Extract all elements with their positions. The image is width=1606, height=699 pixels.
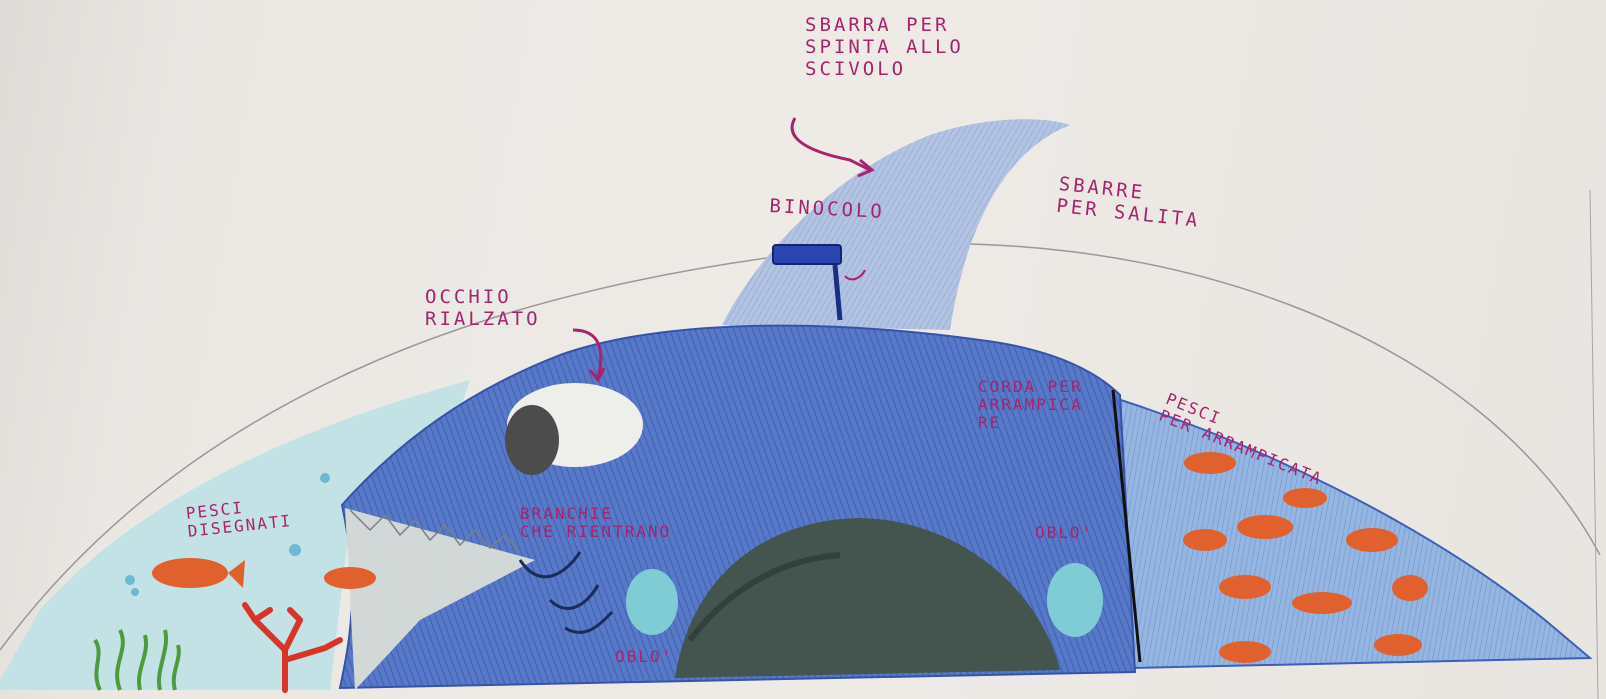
label-bar-slide: SBARRA PER SPINTA ALLO SCIVOLO	[805, 14, 964, 80]
bubble	[320, 473, 330, 483]
fish-icon	[1237, 515, 1293, 539]
fish-icon	[1292, 592, 1352, 614]
label-retracting-gills: BRANCHIE CHE RIENTRANO	[520, 505, 671, 541]
tail-section	[1105, 395, 1590, 668]
fish-icon	[1392, 575, 1428, 601]
fish-icon	[1346, 528, 1398, 552]
label-porthole-right: OBLO'	[1035, 524, 1093, 542]
binocular-icon	[773, 245, 841, 264]
dorsal-fin	[722, 119, 1070, 330]
bubble	[131, 588, 139, 596]
arrow-icon	[792, 118, 870, 170]
fish-icon	[1184, 452, 1236, 474]
fish-icon	[324, 567, 376, 589]
paper-edge-line	[1590, 190, 1598, 699]
porthole-left	[626, 569, 678, 635]
bubble	[125, 575, 135, 585]
eye-pupil	[505, 405, 559, 475]
label-raised-eye: OCCHIO RIALZATO	[425, 286, 541, 330]
bubble	[289, 544, 301, 556]
label-climbing-rope: CORDA PER ARRAMPICA RE	[978, 378, 1083, 432]
fish-icon	[152, 558, 228, 588]
fish-icon	[1219, 575, 1271, 599]
fish-icon	[1219, 641, 1271, 663]
porthole-right	[1047, 563, 1103, 637]
label-porthole-left: OBLO'	[615, 648, 673, 666]
fish-icon	[1374, 634, 1422, 656]
fish-icon	[1183, 529, 1227, 551]
fish-icon	[1283, 488, 1327, 508]
